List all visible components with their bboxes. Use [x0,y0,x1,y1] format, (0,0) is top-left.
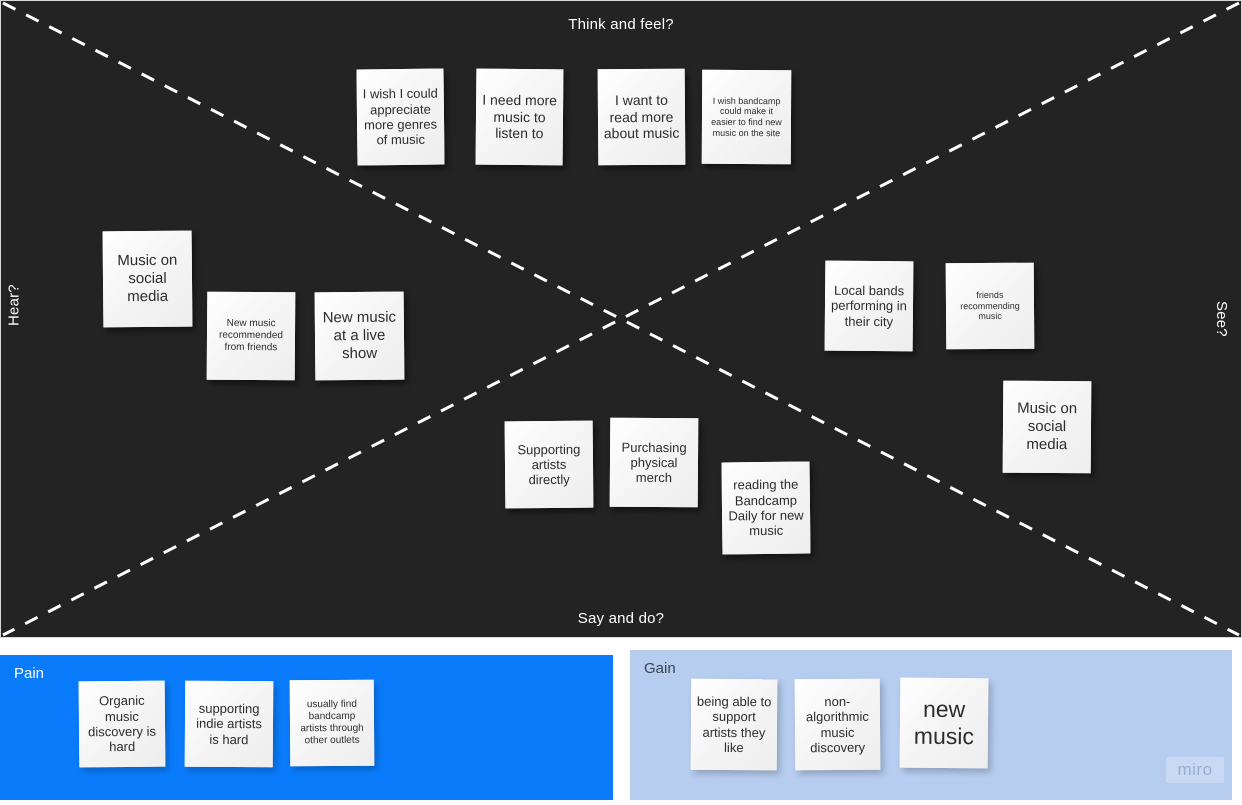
sticky-note[interactable]: reading the Bandcamp Daily for new music [721,461,811,555]
sticky-note[interactable]: usually find bandcamp artists through ot… [289,679,375,767]
sticky-note[interactable]: new music [899,677,989,769]
sticky-note[interactable]: New music at a live show [314,291,405,381]
quadrant-label-think-and-feel: Think and feel? [568,16,674,33]
sticky-note[interactable]: Music on social media [102,230,193,328]
empathy-map-canvas[interactable]: Think and feel? Say and do? Hear? See? I… [0,0,1242,638]
pain-panel-title: Pain [14,665,45,682]
sticky-note[interactable]: being able to support artists they like [690,678,778,771]
sticky-note[interactable]: friends recommending music [945,262,1035,350]
sticky-note[interactable]: supporting indie artists is hard [184,680,274,768]
quadrant-label-see: See? [1213,301,1230,337]
sticky-note[interactable]: I wish I could appreciate more genres of… [356,68,445,166]
sticky-note[interactable]: I need more music to listen to [475,68,564,166]
sticky-note[interactable]: I want to read more about music [597,68,686,166]
quadrant-label-say-and-do: Say and do? [577,610,665,627]
quadrant-label-hear: Hear? [5,284,23,326]
sticky-note[interactable]: non-algorithmic music discovery [794,678,881,771]
gain-panel[interactable]: Gain being able to support artists they … [630,650,1232,800]
sticky-note[interactable]: Local bands performing in their city [824,260,914,352]
sticky-note[interactable]: Purchasing physical merch [609,417,699,508]
sticky-note[interactable]: I wish bandcamp could make it easier to … [701,69,792,165]
sticky-note[interactable]: Organic music discovery is hard [78,680,166,768]
sticky-note[interactable]: Supporting artists directly [504,420,594,509]
sticky-note[interactable]: Music on social media [1002,380,1092,474]
sticky-note[interactable]: New music recommended from friends [206,291,296,381]
miro-watermark: miro [1166,757,1224,783]
gain-panel-title: Gain [644,660,676,677]
